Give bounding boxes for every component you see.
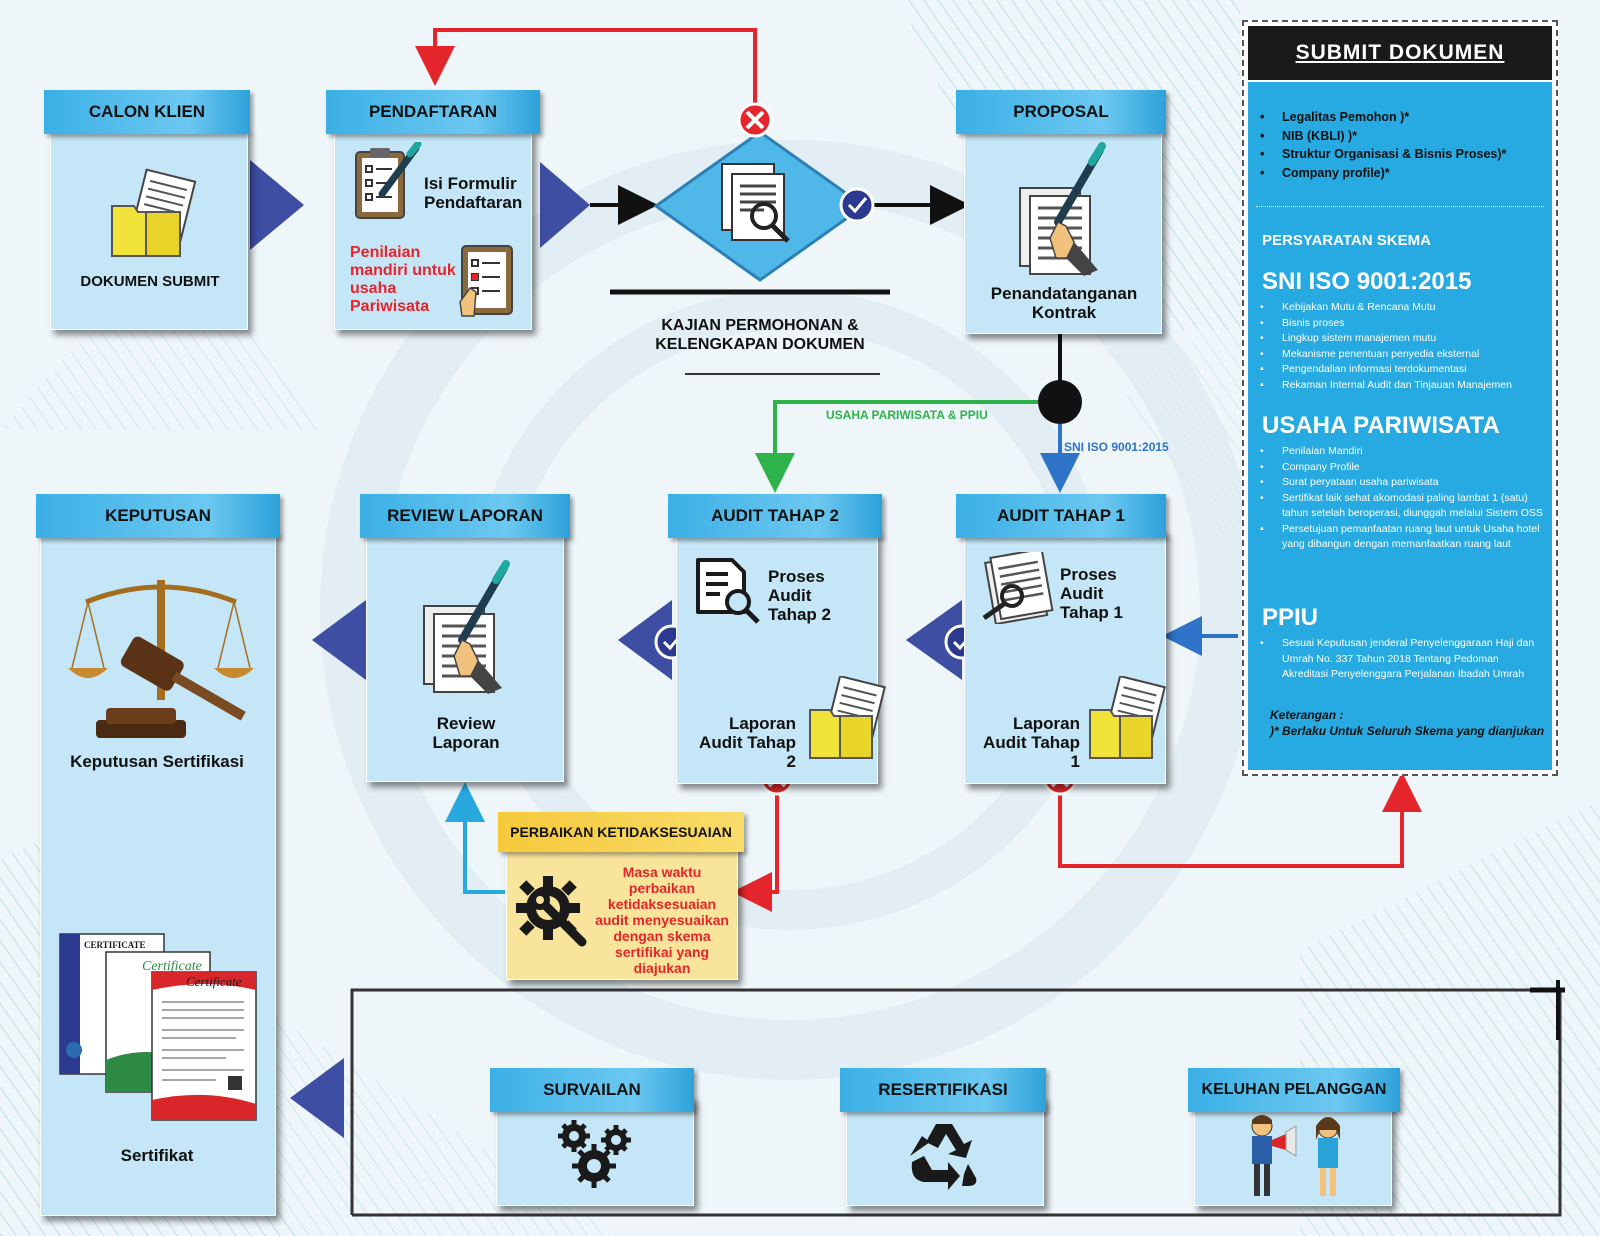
perbaikan-title: PERBAIKAN KETIDAKSESUAIAN bbox=[498, 812, 744, 852]
docs-list: Legalitas Pemohon )* NIB (KBLI) )* Struk… bbox=[1256, 108, 1546, 182]
sni-heading: SNI ISO 9001:2015 bbox=[1262, 268, 1472, 295]
calon-klien-title: CALON KLIEN bbox=[44, 90, 250, 134]
document-search-icon bbox=[696, 558, 760, 624]
edge-label-usaha-ppiu: USAHA PARIWISATA & PPIU bbox=[826, 408, 988, 422]
edge-label-sni: SNI ISO 9001:2015 bbox=[1064, 440, 1169, 454]
keluhan-title: KELUHAN PELANGGAN bbox=[1188, 1068, 1400, 1112]
clipboard-pen-icon bbox=[355, 142, 422, 219]
folder-icon bbox=[111, 168, 197, 257]
sni-item: Bisnis proses bbox=[1256, 316, 1546, 332]
review-laporan-label: Review Laporan bbox=[432, 714, 500, 752]
triangle-left-1 bbox=[312, 600, 366, 680]
usaha-heading: USAHA PARIWISATA bbox=[1262, 412, 1500, 439]
docs-item: Struktur Organisasi & Bisnis Proses)* bbox=[1256, 145, 1546, 164]
document-search-icon bbox=[982, 552, 1054, 624]
usaha-item: Sertifikat laik sehat akomodasi paling l… bbox=[1256, 491, 1546, 522]
proses-audit-2-label: Proses Audit Tahap 2 bbox=[768, 567, 831, 624]
penilaian-mandiri-label: Penilaian mandiri untuk usaha Pariwisata bbox=[350, 244, 456, 315]
sni-list: Kebijakan Mutu & Rencana Mutu Bisnis pro… bbox=[1256, 300, 1546, 393]
sni-item: Kebijakan Mutu & Rencana Mutu bbox=[1256, 300, 1546, 316]
docs-item: Company profile)* bbox=[1256, 164, 1546, 183]
survailan-title: SURVAILAN bbox=[490, 1068, 694, 1112]
audit2-title: AUDIT TAHAP 2 bbox=[668, 494, 882, 538]
ppiu-heading: PPIU bbox=[1262, 604, 1319, 631]
ppiu-item: Sesuai Keputusan jenderal Penyelenggaraa… bbox=[1256, 636, 1546, 683]
certificate-text: CERTIFICATE bbox=[84, 940, 146, 950]
wrench-gear-icon bbox=[516, 876, 587, 947]
keterangan-title: Keterangan : bbox=[1270, 708, 1344, 722]
audit1-title: AUDIT TAHAP 1 bbox=[956, 494, 1166, 538]
ppiu-list: Sesuai Keputusan jenderal Penyelenggaraa… bbox=[1256, 636, 1546, 683]
sni-item: Mekanisme penentuan penyedia eksternal bbox=[1256, 347, 1546, 363]
isi-formulir-label: Isi Formulir Pendaftaran bbox=[424, 174, 523, 212]
gears-icon bbox=[558, 1120, 631, 1188]
docs-item: Legalitas Pemohon )* bbox=[1256, 108, 1546, 127]
triangle-right-2 bbox=[540, 162, 590, 248]
persyaratan-heading: PERSYARATAN SKEMA bbox=[1262, 232, 1431, 249]
recycle-icon bbox=[910, 1124, 977, 1190]
scales-gavel-icon bbox=[68, 580, 254, 738]
keterangan-text: )* Berlaku Untuk Seluruh Skema yang dian… bbox=[1270, 724, 1545, 738]
certificates-icon: CERTIFICATE Certificate Certificate bbox=[59, 933, 257, 1121]
usaha-item: Persetujuan pemanfaatan ruang laut untuk… bbox=[1256, 522, 1546, 553]
triangle-left-3 bbox=[906, 600, 962, 680]
customer-complaint-icon bbox=[1251, 1115, 1340, 1196]
usaha-item: Company Profile bbox=[1256, 460, 1546, 476]
proses-audit-1-label: Proses Audit Tahap 1 bbox=[1060, 565, 1123, 622]
sni-item: Rekaman Internal Audit dan Tinjauan Mana… bbox=[1256, 378, 1546, 394]
submit-dokumen-title: SUBMIT DOKUMEN bbox=[1248, 26, 1552, 80]
proposal-title: PROPOSAL bbox=[956, 90, 1166, 134]
certificate-text: Certificate bbox=[186, 974, 242, 989]
review-document-icon bbox=[423, 560, 510, 694]
triangle-left-2 bbox=[618, 600, 672, 680]
sertifikat-label: Sertifikat bbox=[120, 1146, 194, 1165]
folder-icon bbox=[1089, 676, 1166, 759]
submit-dokumen-panel: SUBMIT DOKUMEN Legalitas Pemohon )* NIB … bbox=[1242, 20, 1558, 776]
kajian-label: KAJIAN PERMOHONAN & KELENGKAPAN DOKUMEN bbox=[655, 317, 865, 353]
sni-item: Lingkup sistem manajemen mutu bbox=[1256, 331, 1546, 347]
review-title: REVIEW LAPORAN bbox=[360, 494, 570, 538]
contract-sign-icon bbox=[1019, 142, 1106, 276]
usaha-item: Penilaian Mandiri bbox=[1256, 444, 1546, 460]
dokumen-submit-label: DOKUMEN SUBMIT bbox=[80, 273, 220, 290]
laporan-audit-2-label: Laporan Audit Tahap 2 bbox=[699, 714, 796, 771]
kajian-diamond bbox=[653, 130, 867, 282]
checklist-hand-icon bbox=[459, 245, 513, 317]
keputusan-title: KEPUTUSAN bbox=[36, 494, 280, 538]
sni-item: Pengendalian informasi terdokumentasi bbox=[1256, 362, 1546, 378]
usaha-list: Penilaian Mandiri Company Profile Surat … bbox=[1256, 444, 1546, 553]
laporan-audit-1-label: Laporan Audit Tahap 1 bbox=[983, 714, 1080, 771]
penandatanganan-label: Penandatanganan Kontrak bbox=[990, 284, 1138, 322]
resertifikasi-title: RESERTIFIKASI bbox=[840, 1068, 1046, 1112]
pendaftaran-title: PENDAFTARAN bbox=[326, 90, 540, 134]
folder-icon bbox=[809, 676, 886, 759]
keputusan-sertifikasi-label: Keputusan Sertifikasi bbox=[70, 752, 244, 771]
triangle-left-4 bbox=[290, 1058, 344, 1138]
usaha-item: Surat peryataan usaha pariwisata bbox=[1256, 475, 1546, 491]
certificate-text: Certificate bbox=[142, 959, 202, 974]
submit-dokumen-content: Legalitas Pemohon )* NIB (KBLI) )* Struk… bbox=[1248, 82, 1552, 770]
triangle-right-1 bbox=[250, 160, 304, 250]
docs-item: NIB (KBLI) )* bbox=[1256, 127, 1546, 146]
divider bbox=[1256, 206, 1544, 207]
perbaikan-label: Masa waktu perbaikan ketidaksesuaian aud… bbox=[595, 864, 729, 976]
